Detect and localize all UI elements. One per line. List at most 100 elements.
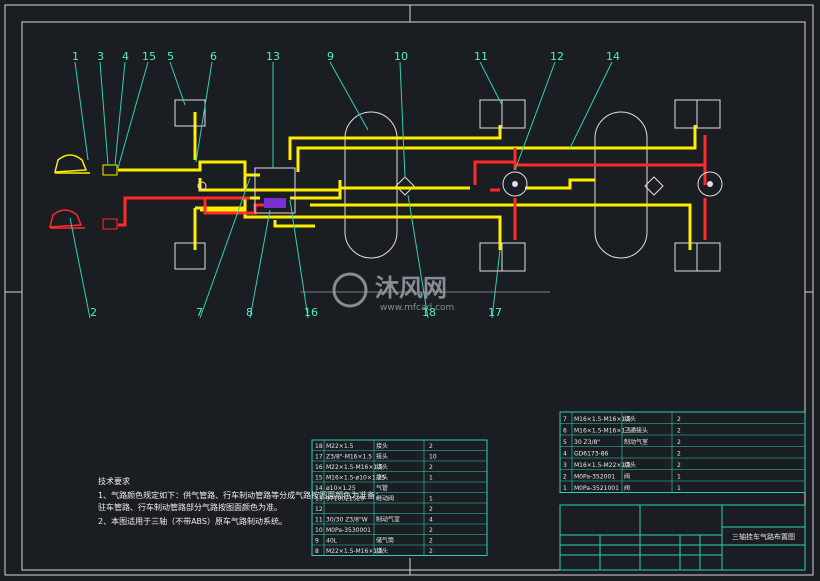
bom-cell-spec: M16×1.5-M22×1.5 xyxy=(574,462,631,469)
bom-cell-qty: 1 xyxy=(429,496,433,503)
watermark: 沐风网 www.mfcad.com xyxy=(332,272,454,313)
bom-cell-no: 16 xyxy=(315,464,323,471)
svg-text:1、气路颜色规定如下：供气管路、行车制动管路等分成气路按图面: 1、气路颜色规定如下：供气管路、行车制动管路等分成气路按图面颜色为准备； xyxy=(98,490,383,500)
svg-text:2: 2 xyxy=(90,306,97,319)
inner-frame xyxy=(21,21,806,571)
svg-text:15: 15 xyxy=(142,50,156,63)
bom-cell-no: 12 xyxy=(315,506,323,513)
brake-chambers xyxy=(174,99,721,272)
svg-text:16: 16 xyxy=(304,306,318,319)
bom-cell-spec: 40L xyxy=(326,538,338,545)
control-lines xyxy=(118,135,707,240)
svg-text:12: 12 xyxy=(550,50,564,63)
bom-cell-name: 气管 xyxy=(376,484,388,492)
bom-cell-no: 13 xyxy=(315,496,323,503)
svg-text:5: 5 xyxy=(167,50,174,63)
bom-cell-qty: 2 xyxy=(677,451,681,458)
bom-cell-name: 制动气室 xyxy=(376,516,400,524)
relay-valve-axle-2 xyxy=(697,171,723,197)
brake-valve-2 xyxy=(49,209,85,229)
relay-valve-axle-1 xyxy=(502,171,528,197)
bom-cell-qty: 1 xyxy=(677,485,681,492)
callout-labels: 1 2 3 4 15 5 6 7 8 13 16 9 10 18 11 12 1… xyxy=(72,50,620,319)
watermark-logo-icon xyxy=(332,272,368,308)
brake-valve-1 xyxy=(54,154,90,174)
bom-cell-spec: M22×1.5-M16×1.5 xyxy=(326,464,383,471)
bom-cell-no: 4 xyxy=(563,451,567,458)
bom-cell-no: 3 xyxy=(563,462,567,469)
bom-cell-qty: 2 xyxy=(677,416,681,423)
leader-lines xyxy=(69,61,613,319)
bom-cell-spec: M0Pa-3530001 xyxy=(326,527,371,534)
svg-text:1: 1 xyxy=(72,50,79,63)
air-tank-right xyxy=(594,111,648,259)
bom-cell-qty: 2 xyxy=(429,548,433,555)
svg-text:沐风网: 沐风网 xyxy=(375,274,447,302)
bom-cell-no: 14 xyxy=(315,485,323,492)
drain-valve-right xyxy=(644,176,664,196)
bom-cell-spec: M22×1.5-M16×1.5 xyxy=(326,548,383,555)
svg-text:14: 14 xyxy=(606,50,620,63)
bom-cell-name: 继动阀 xyxy=(376,495,394,503)
relay-valve-core xyxy=(264,198,286,208)
bom-cell-name: 阀 xyxy=(624,484,630,492)
svg-text:17: 17 xyxy=(488,306,502,319)
svg-text:9: 9 xyxy=(327,50,334,63)
bom-cell-name: 接头 xyxy=(624,461,636,469)
svg-text:6: 6 xyxy=(210,50,217,63)
svg-text:4: 4 xyxy=(122,50,129,63)
bom-cell-qty: 2 xyxy=(677,428,681,435)
bom-cell-name: 接头 xyxy=(624,415,636,423)
bom-cell-name: 接头 xyxy=(376,547,388,555)
bom-cell-spec: GD6173-86 xyxy=(574,451,609,458)
bom-cell-no: 8 xyxy=(315,548,319,555)
bom-cell-name: 接头 xyxy=(376,453,388,461)
coupling-head-control xyxy=(102,218,118,230)
bom-cell-no: 11 xyxy=(315,517,323,524)
title-block xyxy=(559,504,806,571)
svg-text:技术要求: 技术要求 xyxy=(98,476,130,486)
bom-cell-name: 三通接头 xyxy=(624,427,648,435)
bom-cell-qty: 2 xyxy=(429,443,433,450)
svg-text:3: 3 xyxy=(97,50,104,63)
drain-valve-left xyxy=(395,176,415,196)
svg-text:10: 10 xyxy=(394,50,408,63)
svg-text:18: 18 xyxy=(422,306,436,319)
svg-text:13: 13 xyxy=(266,50,280,63)
svg-text:11: 11 xyxy=(474,50,488,63)
bom-cell-qty: 2 xyxy=(677,462,681,469)
bom-cell-name: 阀 xyxy=(624,473,630,481)
bom-cell-qty: 1 xyxy=(429,475,433,482)
air-tank-left xyxy=(344,111,398,259)
bom-cell-qty: 10 xyxy=(429,454,437,461)
bom-cell-spec: M0Pa-3521001 xyxy=(574,485,619,492)
bom-cell-no: 2 xyxy=(563,474,567,481)
bom-cell-spec: 30/30 Z3/8"W xyxy=(326,517,368,524)
bom-cell-qty: 2 xyxy=(429,464,433,471)
relay-valve xyxy=(254,167,296,214)
bom-cell-name: 接头 xyxy=(376,442,388,450)
supply-lines xyxy=(118,112,697,250)
bom-cell-no: 9 xyxy=(315,538,319,545)
bom-cell-spec: Z3/8"-M16×1.5 xyxy=(326,454,372,461)
coupling-head-supply xyxy=(102,164,118,176)
outer-frame xyxy=(4,4,814,576)
bom-cell-name: 储气筒 xyxy=(376,537,394,545)
bom-cell-spec: M16×1.5-M16×1.5 xyxy=(574,416,631,423)
bom-cell-qty: 2 xyxy=(429,527,433,534)
bom-cell-spec: 9710021520 xyxy=(326,496,364,503)
svg-text:www.mfcad.com: www.mfcad.com xyxy=(380,303,454,313)
bom-cell-qty: 1 xyxy=(677,474,681,481)
tee-fitting xyxy=(197,181,207,191)
technical-notes: 技术要求 1、气路颜色规定如下：供气管路、行车制动管路等分成气路按图面颜色为准备… xyxy=(98,476,383,526)
svg-text:8: 8 xyxy=(246,306,253,319)
bom-cell-spec: M16×1.5-ø10×1.25 xyxy=(326,475,385,482)
bom-cell-name: 制动气室 xyxy=(624,438,648,446)
bom-cell-spec: M22×1.5 xyxy=(326,443,354,450)
bom-cell-qty: 4 xyxy=(429,517,433,524)
bom-cell-no: 5 xyxy=(563,439,567,446)
bom-cell-spec: 30 Z3/8" xyxy=(574,439,600,446)
